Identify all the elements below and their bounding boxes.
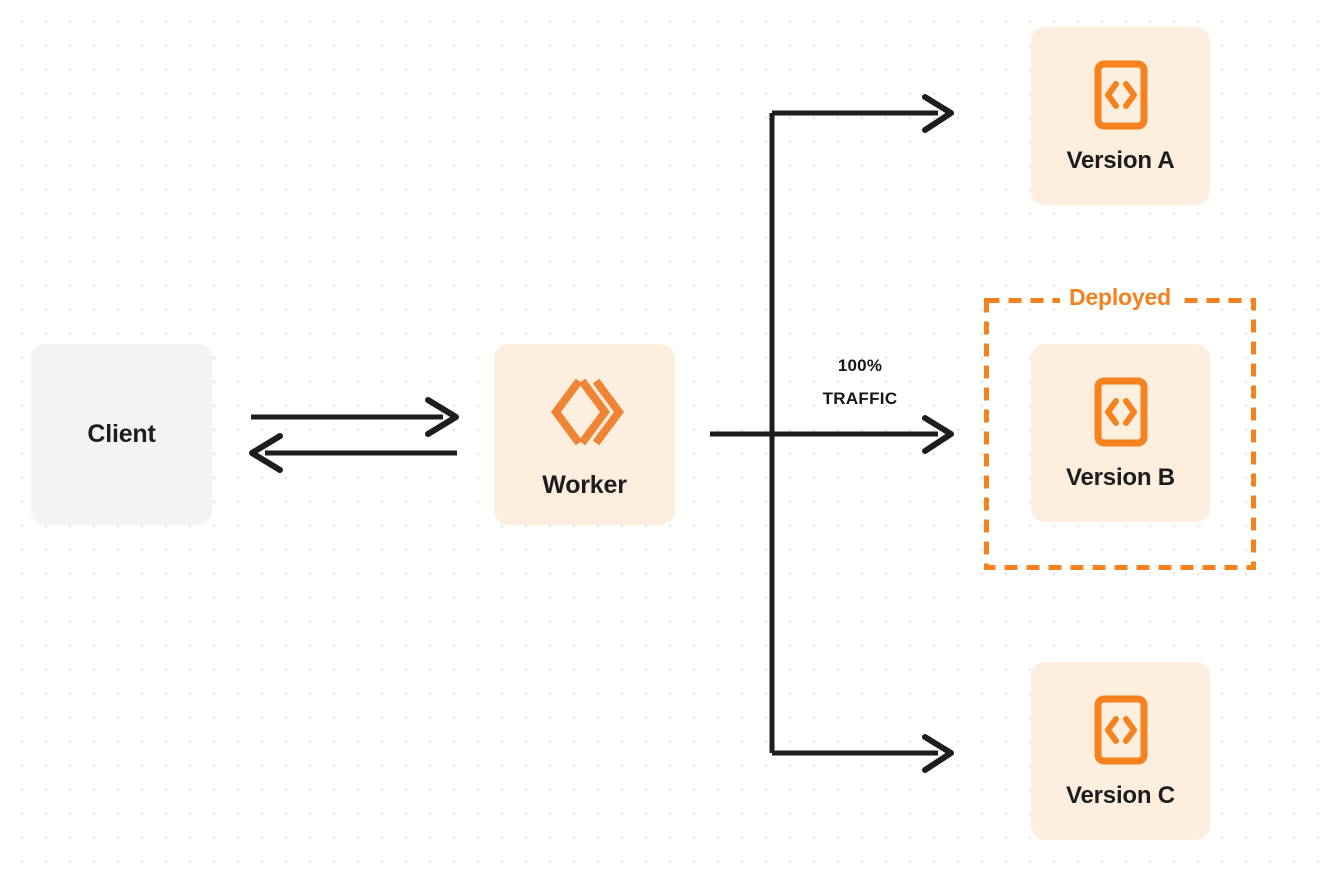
edge-worker-fanout-trunk — [710, 113, 938, 753]
node-version-b-label: Version B — [1066, 464, 1175, 491]
node-worker[interactable]: Worker — [494, 344, 675, 525]
traffic-unit: TRAFFIC — [822, 389, 898, 408]
node-version-b[interactable]: Version B — [1031, 344, 1210, 522]
node-version-c[interactable]: Version C — [1031, 662, 1210, 840]
edge-worker-to-version-c — [772, 734, 954, 773]
node-version-a[interactable]: Version A — [1031, 27, 1210, 205]
node-version-a-label: Version A — [1066, 147, 1175, 174]
traffic-percent: 100% — [837, 356, 883, 375]
edge-worker-to-client — [249, 433, 457, 473]
edge-worker-to-version-b — [922, 415, 954, 454]
node-client-label: Client — [87, 420, 156, 448]
cloudflare-workers-logo-icon — [544, 371, 626, 453]
code-document-icon — [1093, 59, 1149, 131]
node-version-c-label: Version C — [1066, 782, 1175, 809]
traffic-label: 100% TRAFFIC — [790, 349, 930, 415]
code-document-icon — [1093, 376, 1149, 448]
deployed-group-label: Deployed — [1060, 282, 1180, 312]
deployed-group: Deployed — [984, 282, 1256, 570]
node-worker-label: Worker — [542, 471, 627, 499]
code-document-icon — [1093, 694, 1149, 766]
edge-worker-to-version-a — [772, 94, 954, 133]
edge-client-to-worker — [251, 397, 459, 437]
node-client[interactable]: Client — [31, 344, 212, 525]
